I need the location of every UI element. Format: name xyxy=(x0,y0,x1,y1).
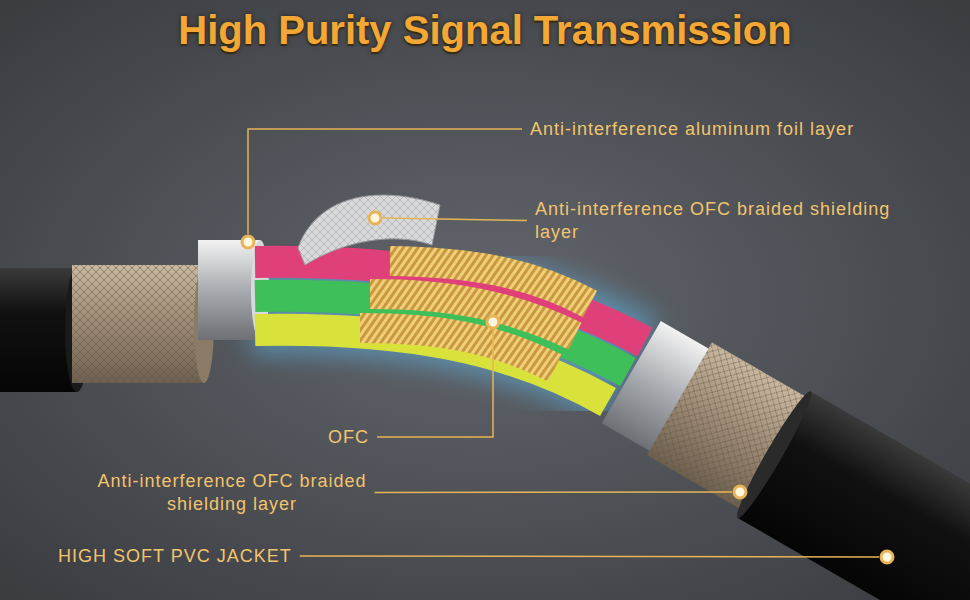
part-label: OFC xyxy=(328,426,369,449)
part-label: Anti-interference OFC braided shielding … xyxy=(535,198,935,244)
title: High Purity Signal Transmission xyxy=(0,8,970,53)
leader-line xyxy=(375,491,733,493)
part-label: Anti-interference aluminum foil layer xyxy=(530,118,930,141)
part-label: HIGH SOFT PVC JACKET xyxy=(58,545,292,568)
leader-line xyxy=(383,218,527,221)
leader-line xyxy=(300,556,879,557)
leader-line xyxy=(377,330,493,437)
part-label: Anti-interference OFC braided shielding … xyxy=(62,470,402,516)
